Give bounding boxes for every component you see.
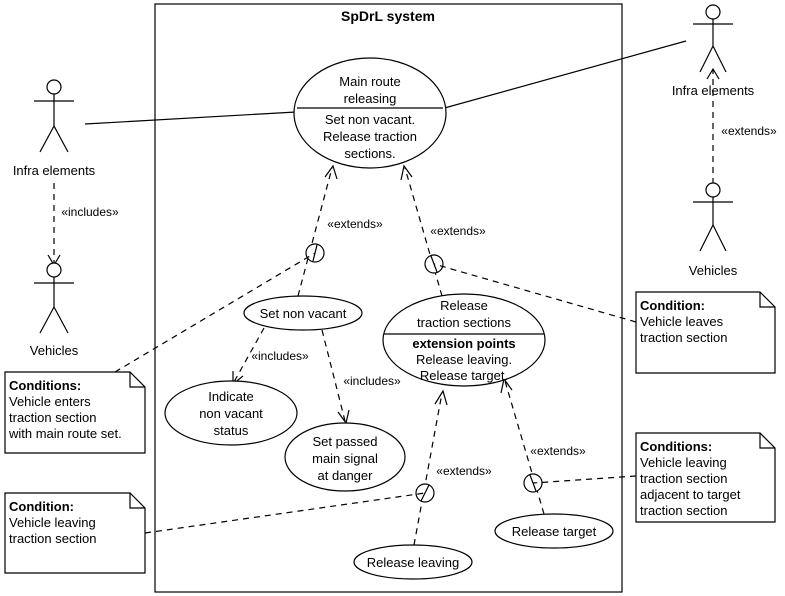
actor-label-vehicles-left: Vehicles <box>30 343 79 358</box>
extension-points-header: extension points <box>412 336 515 351</box>
usecase-set-passed-signal <box>284 422 406 492</box>
extends-releasetraction-arrowhead <box>400 164 413 181</box>
indicate-line-1: Indicate <box>208 389 254 404</box>
usecase-release-leaving <box>353 544 473 580</box>
note-condition-right-line-2: traction section <box>640 330 727 345</box>
includes-label-left: «includes» <box>61 205 119 219</box>
release-leaving-label: Release leaving <box>367 555 460 570</box>
extends-label-setnonvacant: «extends» <box>327 217 383 231</box>
association-infra-left <box>84 111 297 125</box>
usecase-release-traction-sections <box>382 293 546 387</box>
note-condition-left-line-2: traction section <box>9 531 96 546</box>
usecase-indicate-non-vacant <box>164 380 298 446</box>
actor-label-vehicles-right: Vehicles <box>689 263 738 278</box>
note-anchor-condition-right <box>433 263 637 323</box>
note-conditions-right-line-4: traction section <box>640 503 727 518</box>
note-condition-left-header: Condition: <box>9 499 74 514</box>
main-route-detail-line-1: Set non vacant. <box>325 112 415 127</box>
note-conditions-right-line-3: adjacent to target <box>640 487 741 502</box>
note-conditions-left-header: Conditions: <box>9 378 81 393</box>
includes-label-indicate: «includes» <box>251 349 309 363</box>
system-title: SpDrL system <box>341 8 435 24</box>
includes-setpassed-line <box>321 329 346 422</box>
actor-label-infra-left: Infra elements <box>13 163 96 178</box>
extends-releasetarget-line <box>504 380 545 515</box>
main-route-title-line-1: Main route <box>339 74 400 89</box>
release-target-label: Release target <box>512 524 597 539</box>
release-traction-title-2: traction sections <box>417 315 511 330</box>
note-condition-right-header: Condition: <box>640 298 705 313</box>
note-conditions-left <box>4 371 146 454</box>
usecase-set-non-vacant <box>243 295 363 331</box>
extends-releasetraction-line <box>404 167 443 297</box>
set-passed-line-1: Set passed <box>312 434 377 449</box>
note-condition-right <box>635 291 776 374</box>
extends-label-releasetarget: «extends» <box>530 444 586 458</box>
extends-releaseleaving-arrowhead <box>434 389 448 406</box>
note-condition-right-line-1: Vehicle leaves <box>640 314 724 329</box>
usecase-main-route-releasing <box>293 57 447 169</box>
includes-label-setpassed: «includes» <box>343 374 401 388</box>
actor-infra-right <box>693 4 733 73</box>
actor-vehicles-right <box>693 182 733 252</box>
note-anchor-condition-left <box>144 492 426 534</box>
note-conditions-right-line-1: Vehicle leaving <box>640 455 727 470</box>
main-route-detail-line-2: Release traction <box>323 129 417 144</box>
note-condition-left-line-1: Vehicle leaving <box>9 515 96 530</box>
note-condition-left <box>4 492 146 574</box>
set-passed-line-3: at danger <box>318 468 374 483</box>
set-passed-line-2: main signal <box>312 451 378 466</box>
main-route-detail-line-3: sections. <box>344 146 395 161</box>
usecase-release-target <box>494 513 614 549</box>
note-conditions-left-line-3: with main route set. <box>8 426 122 441</box>
actor-vehicles-left <box>34 262 74 334</box>
extends-releaseleaving-line <box>413 392 443 546</box>
note-conditions-left-line-1: Vehicle enters <box>9 394 91 409</box>
note-anchor-conditions-left <box>114 252 316 373</box>
release-traction-title-1: Release <box>440 298 488 313</box>
association-infra-right <box>429 40 687 113</box>
extends-arrowhead-right <box>706 67 720 80</box>
set-non-vacant-label: Set non vacant <box>260 306 347 321</box>
extension-point-1: Release leaving. <box>416 352 512 367</box>
actor-infra-left <box>34 79 74 153</box>
indicate-line-3: status <box>214 423 249 438</box>
extends-label-right: «extends» <box>721 124 777 138</box>
note-conditions-left-line-2: traction section <box>9 410 96 425</box>
extends-label-releaseleaving: «extends» <box>436 464 492 478</box>
note-conditions-right-header: Conditions: <box>640 439 712 454</box>
note-conditions-right-line-2: traction section <box>640 471 727 486</box>
note-conditions-right <box>635 432 776 523</box>
extension-point-2: Release target. <box>420 368 508 383</box>
extends-label-releasetraction: «extends» <box>430 224 486 238</box>
main-route-title-line-2: releasing <box>344 91 397 106</box>
indicate-line-2: non vacant <box>199 406 263 421</box>
extends-setnonvacant-arrowhead <box>324 164 338 180</box>
extends-setnonvacant-line <box>297 167 333 297</box>
